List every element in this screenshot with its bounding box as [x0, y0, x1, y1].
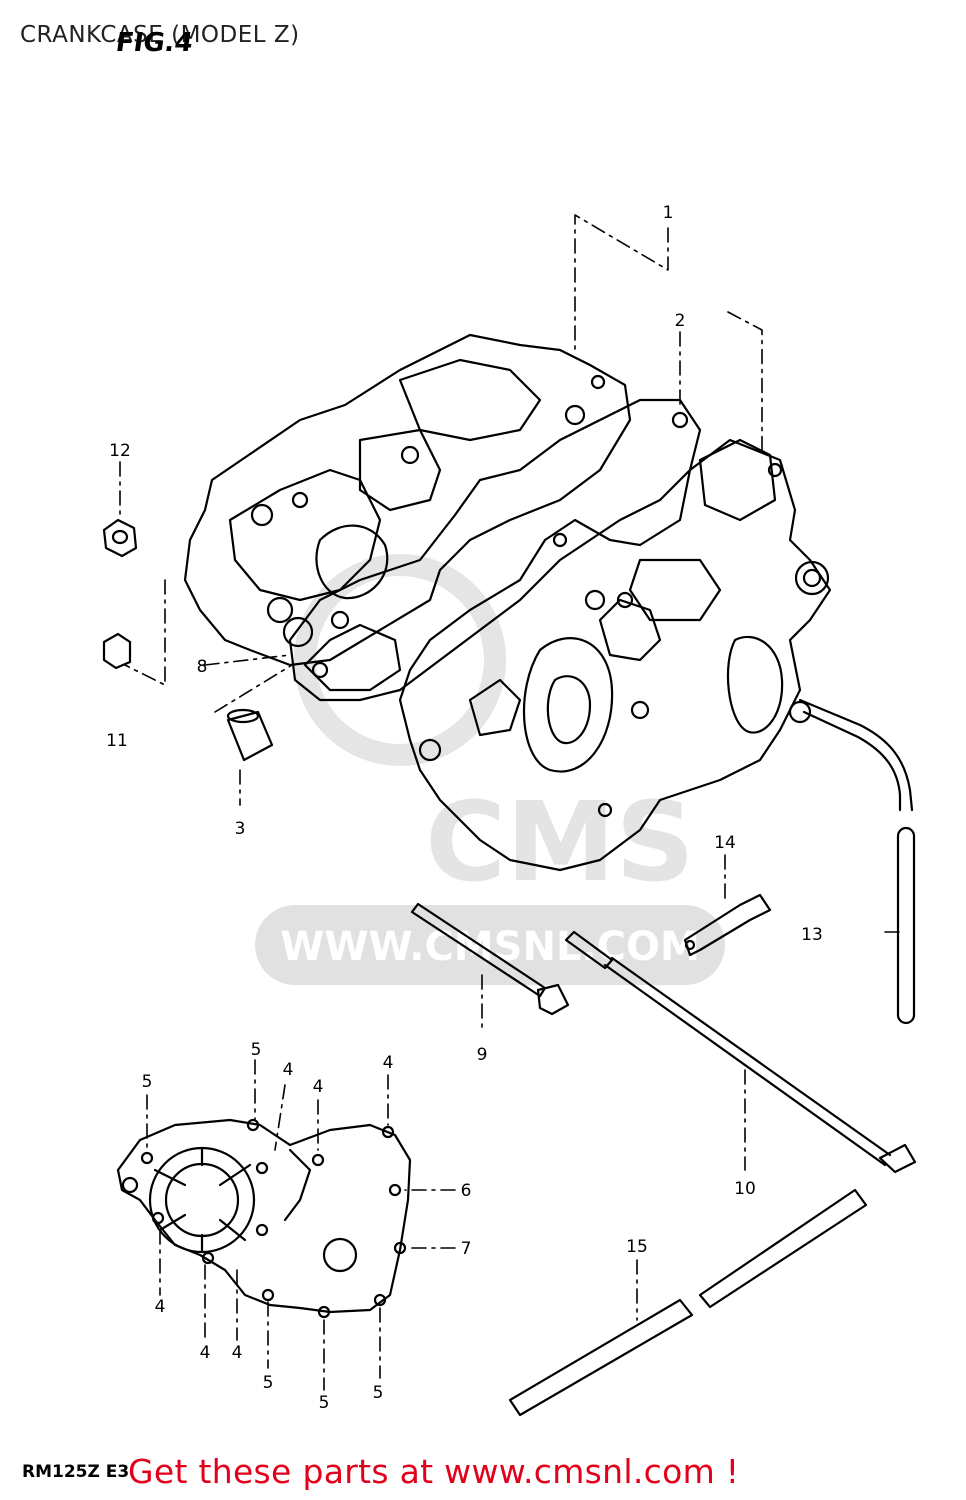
callout-12: 12	[109, 441, 131, 461]
callout-1: 1	[663, 203, 674, 223]
callout-4b: 4	[313, 1077, 324, 1097]
crankcase-bolt-long	[410, 902, 570, 1016]
watermark-gear-icon	[294, 554, 506, 766]
washer	[102, 632, 132, 670]
stud-bolt	[564, 930, 917, 1174]
pipe	[508, 1188, 868, 1417]
callout-8: 8	[197, 657, 208, 677]
callout-5c: 5	[263, 1373, 274, 1393]
callout-3: 3	[235, 819, 246, 839]
callout-13: 13	[801, 925, 823, 945]
figure-label: FIG.4	[113, 28, 195, 58]
callouts: 1 2 3 4 4 4 4 4 4 5 5 5 5 5 6 7 8 9 10 1…	[106, 203, 823, 1413]
breather-hose	[798, 698, 916, 1025]
clamp	[683, 893, 772, 957]
crankcase-left-half	[183, 333, 632, 667]
callout-4a: 4	[283, 1060, 294, 1080]
callout-4f: 4	[232, 1343, 243, 1363]
callout-4e: 4	[200, 1343, 211, 1363]
callout-4d: 4	[155, 1297, 166, 1317]
callout-5a: 5	[142, 1072, 153, 1092]
callout-14: 14	[714, 833, 736, 853]
dowel-pin	[226, 708, 274, 762]
nut	[102, 518, 138, 558]
callout-11: 11	[106, 731, 128, 751]
callout-9: 9	[477, 1045, 488, 1065]
leader-lines	[119, 214, 906, 1391]
crankcase-right-half	[398, 438, 832, 872]
callout-6: 6	[461, 1181, 472, 1201]
callout-5e: 5	[373, 1383, 384, 1403]
callout-5d: 5	[319, 1393, 330, 1413]
shop-link[interactable]: Get these parts at www.cmsnl.com !	[128, 1452, 740, 1491]
callout-4c: 4	[383, 1053, 394, 1073]
page-title: CRANKCASE (MODEL Z)	[20, 22, 300, 48]
callout-15: 15	[626, 1237, 648, 1257]
engine-cover	[116, 1118, 412, 1319]
callout-5b: 5	[251, 1040, 262, 1060]
gasket	[288, 398, 702, 702]
callout-10: 10	[734, 1179, 756, 1199]
watermark-logo-text: CMS	[425, 778, 694, 906]
callout-7: 7	[461, 1239, 472, 1259]
model-code: RM125Z E3	[22, 1462, 130, 1482]
callout-2: 2	[675, 311, 686, 331]
